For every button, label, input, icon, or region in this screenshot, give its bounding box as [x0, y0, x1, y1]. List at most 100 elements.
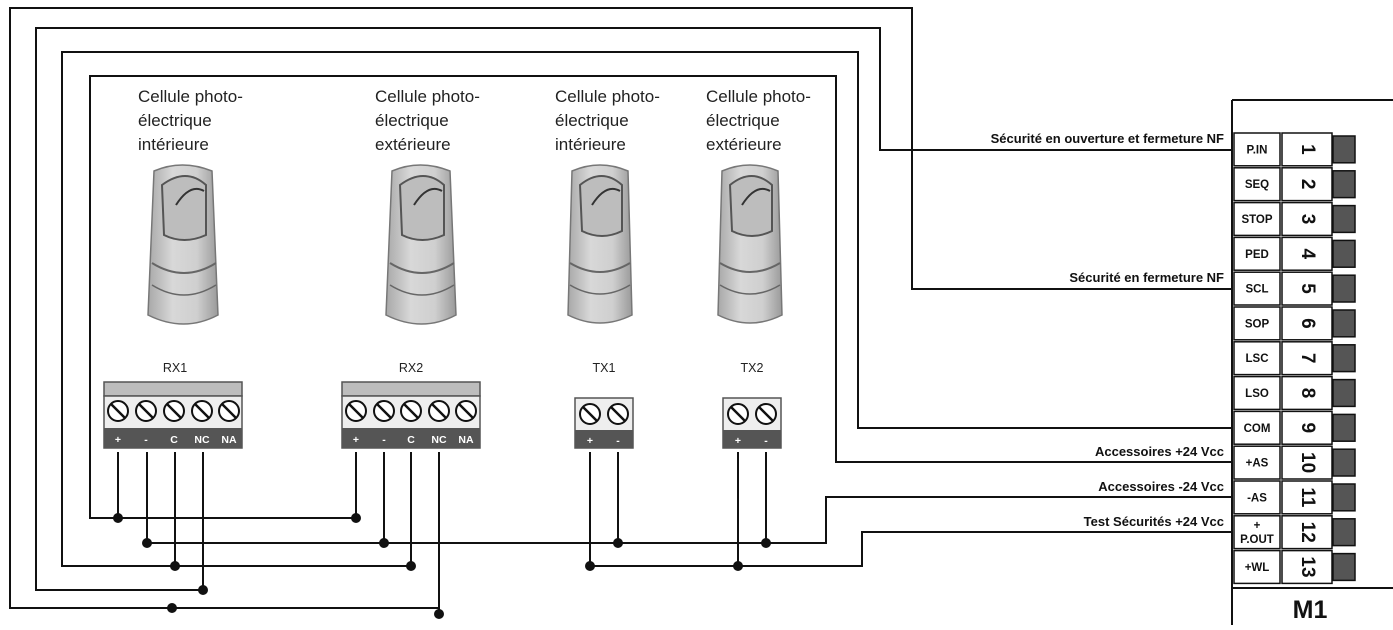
terminal-label-top: +	[1254, 520, 1261, 532]
board-name: M1	[1293, 596, 1328, 624]
screw-icon	[455, 400, 477, 422]
device-title-line: électrique	[555, 111, 629, 130]
device-code: RX2	[399, 361, 423, 375]
pin-label: NA	[221, 434, 237, 446]
terminal-screw-icon	[1332, 239, 1356, 268]
pin-label: +	[587, 435, 593, 447]
wire-label-plus-as: Accessoires +24 Vcc	[1095, 444, 1224, 459]
pin-label: -	[144, 434, 148, 446]
photocell-receiver-icon	[385, 164, 457, 325]
terminal-label: P.IN	[1247, 144, 1268, 156]
terminal-3: STOP 3	[1233, 201, 1356, 237]
terminal-label: PED	[1245, 249, 1269, 261]
terminal-screw-icon	[1332, 552, 1356, 582]
screw-icon	[400, 400, 422, 422]
terminal-block: + - C NC NA	[103, 381, 243, 449]
terminal-screw-icon	[1332, 378, 1356, 408]
terminal-screw-icon	[1332, 274, 1356, 303]
device-title-line: Cellule photo-	[138, 87, 243, 106]
wire-label-scl: Sécurité en fermeture NF	[1069, 270, 1224, 285]
screw-icon	[163, 400, 185, 422]
terminal-screw-icon	[1332, 170, 1356, 199]
terminal-8: LSO 8	[1233, 375, 1356, 411]
wires	[9, 7, 1232, 614]
pin-label: C	[407, 434, 415, 446]
terminal-screw-icon	[1332, 344, 1356, 373]
terminal-screw-icon	[1332, 518, 1356, 547]
terminal-number: 2	[1297, 179, 1318, 190]
wire-pout	[590, 531, 1232, 567]
screw-icon	[218, 400, 240, 422]
terminal-label: +AS	[1246, 458, 1269, 470]
pin-label: +	[115, 434, 121, 446]
device-title-line: extérieure	[706, 135, 782, 154]
terminal-block: + - C NC NA	[341, 381, 481, 449]
terminal-screw-icon	[1332, 448, 1356, 477]
terminal-number: 9	[1297, 423, 1318, 434]
pin-label: -	[382, 434, 386, 446]
wire-label-pout: Test Sécurités +24 Vcc	[1084, 514, 1224, 529]
terminal-number: 8	[1297, 388, 1318, 399]
terminal-block: + -	[574, 397, 634, 449]
device-title-line: Cellule photo-	[375, 87, 480, 106]
terminal-label: LSO	[1245, 388, 1269, 400]
wire-com	[61, 51, 1232, 567]
terminal-label: STOP	[1241, 214, 1272, 226]
pin-label: NC	[194, 434, 210, 446]
wire-plus-as	[89, 75, 1232, 519]
wire-label-minus-as: Accessoires -24 Vcc	[1098, 479, 1224, 494]
device-rx2: Cellule photo- électrique extérieure RX2…	[341, 87, 481, 449]
terminal-label: COM	[1244, 423, 1271, 435]
device-title-line: extérieure	[375, 135, 451, 154]
device-title-line: intérieure	[555, 135, 626, 154]
screw-icon	[345, 400, 367, 422]
terminal-9: COM 9	[1233, 410, 1356, 445]
wire-junctions	[113, 513, 771, 619]
device-rx1: Cellule photo- électrique intérieure RX1…	[103, 87, 243, 449]
device-title-line: électrique	[138, 111, 212, 130]
pin-label: -	[764, 435, 768, 447]
screw-icon	[107, 400, 129, 422]
terminal-screw-icon	[1332, 204, 1356, 234]
device-title-line: Cellule photo-	[555, 87, 660, 106]
terminal-label: -AS	[1247, 492, 1267, 504]
photocell-receiver-icon	[147, 164, 219, 325]
terminal-label: SCL	[1246, 284, 1269, 296]
wire-labels: Sécurité en ouverture et fermeture NF Sé…	[991, 131, 1224, 529]
terminal-label: P.OUT	[1240, 534, 1274, 546]
screw-icon	[135, 400, 157, 422]
device-title-line: intérieure	[138, 135, 209, 154]
device-title-line: électrique	[706, 111, 780, 130]
terminal-number: 3	[1297, 214, 1318, 225]
terminal-label: SOP	[1245, 318, 1270, 330]
photocell-transmitter-icon	[717, 164, 783, 324]
wire-minus-as	[147, 496, 1232, 544]
wire-pin	[35, 27, 1232, 591]
device-tx2: Cellule photo- électrique extérieure TX2…	[706, 87, 811, 449]
terminal-number: 13	[1297, 556, 1318, 577]
screw-icon	[727, 403, 749, 425]
device-title-line: électrique	[375, 111, 449, 130]
pin-label: +	[353, 434, 359, 446]
terminal-screw-icon	[1332, 483, 1356, 512]
terminal-screw-icon	[1332, 413, 1356, 442]
wire-label-pin: Sécurité en ouverture et fermeture NF	[991, 131, 1224, 146]
device-code: RX1	[163, 361, 187, 375]
terminal-12: + P.OUT 12	[1233, 515, 1356, 550]
terminal-label: +WL	[1245, 562, 1270, 574]
pin-label: NA	[458, 434, 474, 446]
terminal-screw-icon	[1332, 135, 1356, 164]
screw-icon	[755, 403, 777, 425]
terminal-number: 12	[1297, 522, 1318, 543]
